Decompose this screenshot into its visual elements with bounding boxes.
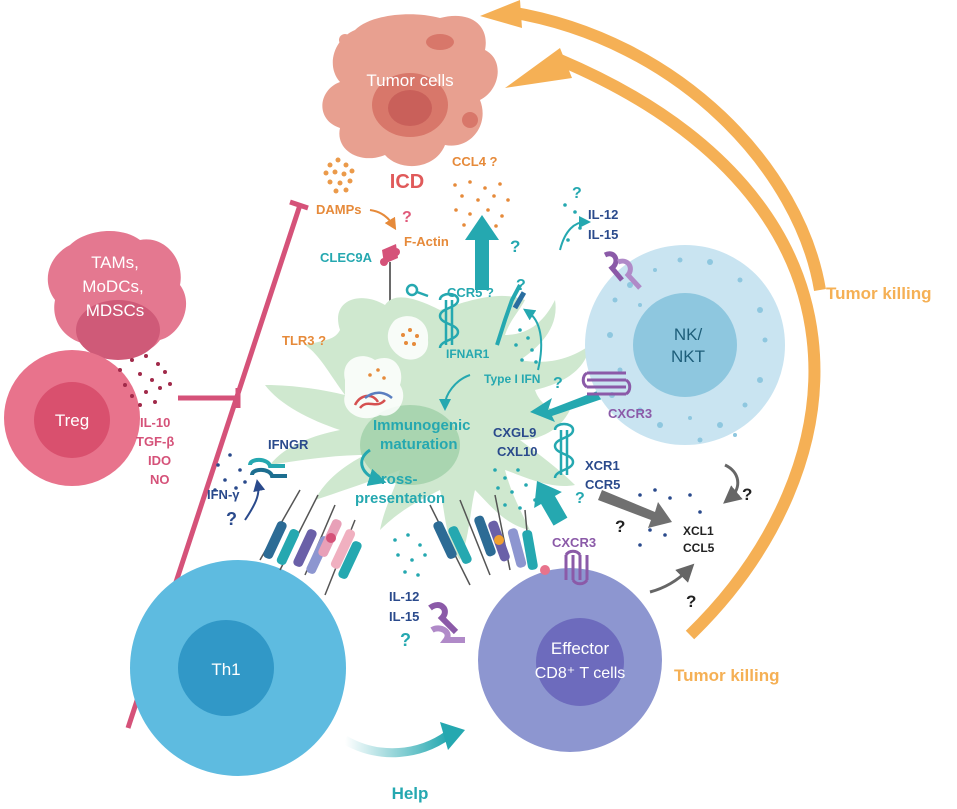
presentation-label: presentation — [355, 490, 445, 507]
treg-label: Treg — [55, 411, 89, 430]
cxcl10-label: CXL10 — [497, 444, 537, 459]
no-label: NO — [150, 472, 170, 487]
cd8-il12-label: IL-12 — [389, 589, 419, 604]
mdscs-label: MDSCs — [86, 301, 145, 320]
ifnar1-receptor — [495, 284, 527, 346]
type1-ifn-label: Type I IFN — [484, 372, 540, 386]
cxcr3-nk-label: CXCR3 — [608, 406, 652, 421]
cxcr3-cd8-receptor — [564, 549, 589, 586]
cd8-cytokine-dots — [393, 533, 427, 577]
treg-cytokine-dots — [118, 354, 172, 407]
ccr5-q-label: CCR5 ? — [447, 285, 494, 300]
question-mark: ? — [686, 592, 696, 611]
tumor-cells: Tumor cells — [322, 14, 498, 167]
ccl4-label: CCL4 ? — [452, 154, 498, 169]
ccl5-label: CCL5 — [683, 541, 715, 555]
help-arrow — [342, 722, 465, 758]
cxcr3-arrow — [530, 390, 605, 422]
ifng-label: IFN-γ — [207, 487, 240, 502]
th1-receptors — [259, 489, 362, 596]
tams-cell: TAMs, MoDCs, MDSCs — [47, 230, 187, 360]
question-mark: ? — [575, 490, 585, 507]
damps-label: DAMPs — [316, 202, 362, 217]
help-label: Help — [392, 784, 429, 803]
ifngr-label: IFNGR — [268, 437, 309, 452]
xcl1-label: XCL1 — [683, 524, 714, 538]
cd8-il15-label: IL-15 — [389, 609, 419, 624]
question-mark: ? — [553, 375, 563, 392]
clec9a-label: CLEC9A — [320, 250, 373, 265]
dendritic-cell — [265, 295, 590, 560]
ifnar1-label: IFNAR1 — [446, 347, 490, 361]
cxcr3-cd8-label: CXCR3 — [552, 535, 596, 550]
treg-cell: Treg — [4, 350, 140, 486]
tlr3-label: TLR3 ? — [282, 333, 326, 348]
nk-cell: NK/ NKT — [585, 245, 785, 445]
question-mark: ? — [516, 277, 526, 294]
nk-il15-label: IL-15 — [588, 227, 618, 242]
tumor-cells-label: Tumor cells — [366, 71, 453, 90]
question-mark: ? — [742, 485, 752, 504]
damps-dots — [323, 157, 355, 194]
tgfb-label: TGF-β — [136, 434, 174, 449]
th1-cell: Th1 — [130, 560, 346, 776]
ccr5-receptor — [438, 292, 460, 349]
question-mark: ? — [402, 209, 412, 226]
cxcl9-label: CXGL9 — [493, 425, 536, 440]
nk-label-1: NK/ — [674, 325, 703, 344]
question-mark: ? — [510, 237, 520, 256]
tams-label: TAMs, — [91, 253, 139, 272]
th1-label: Th1 — [211, 660, 240, 679]
question-mark: ? — [400, 630, 411, 650]
tumor-killing-label-bottom: Tumor killing — [674, 666, 779, 685]
maturation-label: maturation — [380, 436, 458, 453]
ccl4-dots — [453, 180, 510, 230]
tumor-killing-arcs — [480, 0, 826, 640]
cd8-to-dc-arrow — [534, 480, 568, 526]
il10-label: IL-10 — [140, 415, 170, 430]
cd8-receptors — [429, 494, 550, 586]
type1-ifn-dots — [514, 328, 538, 364]
question-mark: ? — [572, 185, 582, 202]
cd8-t-cell: Effector CD8⁺ T cells — [478, 568, 662, 752]
endosome — [344, 356, 404, 419]
maturation-arrow — [360, 448, 387, 486]
f-actin-label: F-Actin — [404, 234, 449, 249]
ccr5-ligand-icon — [405, 283, 429, 298]
immunogenic-label: Immunogenic — [373, 417, 471, 434]
effector-label: Effector — [551, 639, 610, 658]
nk-label-2: NKT — [671, 347, 705, 366]
ido-label: IDO — [148, 453, 171, 468]
grey-arrow-to-xcl1 — [598, 490, 672, 528]
tumor-killing-label-top: Tumor killing — [826, 284, 931, 303]
dc-vesicle-dots — [368, 328, 419, 380]
nk-cytokine-dots — [563, 203, 582, 242]
cxcr3-nk-receptor — [581, 371, 632, 396]
nk-il12-label: IL-12 — [588, 207, 618, 222]
question-mark: ? — [226, 509, 237, 529]
nk-il12-receptor — [603, 251, 642, 290]
ifngr-receptor — [248, 457, 287, 478]
cd8-label: CD8⁺ T cells — [535, 665, 626, 682]
xcr1-label: XCR1 — [585, 458, 620, 473]
question-mark: ? — [615, 517, 625, 536]
cd8-il12-receptor — [428, 602, 465, 643]
ccr5-up-arrow — [465, 215, 499, 290]
clec9a-receptor — [380, 244, 400, 305]
modcs-label: MoDCs, — [82, 277, 143, 296]
ccr5-label: CCR5 — [585, 477, 620, 492]
icd-label: ICD — [390, 171, 424, 193]
xcr1-receptor — [553, 422, 575, 479]
ifng-dots — [213, 453, 247, 492]
